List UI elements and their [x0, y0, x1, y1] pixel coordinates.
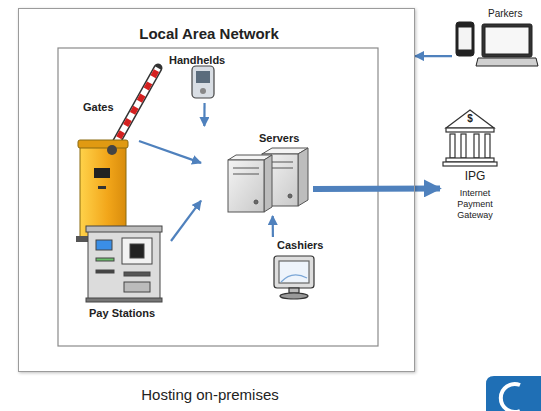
pay-stations-node: Pay Stations [79, 223, 171, 323]
node-label: Gates [83, 101, 114, 114]
bank-icon [446, 158, 494, 162]
gate-icon [112, 68, 158, 150]
node-description: Internet Payment Gateway [448, 188, 502, 220]
bank-icon [461, 134, 466, 158]
payment-flow-arrow [313, 185, 440, 192]
logo-corner [486, 376, 541, 411]
server-icon [298, 148, 308, 206]
gate-icon [94, 168, 110, 178]
pay-station-icon [88, 230, 160, 300]
handheld-icon [192, 66, 214, 98]
bank-icon [446, 128, 494, 132]
handheld-icon [192, 66, 214, 98]
node-label: Handhelds [169, 54, 225, 67]
pay-station-icon [96, 240, 112, 250]
cashier-monitor-icon [274, 256, 314, 299]
cashier-monitor-icon [279, 261, 309, 283]
cashier-monitor-icon [280, 293, 308, 299]
servers-node: Servers [201, 126, 313, 216]
server-icon [228, 148, 308, 212]
pay-station-icon [122, 238, 152, 264]
data-flow-arrow [203, 103, 205, 126]
logo-corner [501, 384, 520, 411]
gate-icon [112, 68, 158, 150]
node-label: IPG [440, 170, 510, 184]
server-icon [254, 200, 258, 204]
parkers-node: Parkers [452, 6, 540, 72]
pay-station-icon [96, 258, 114, 261]
pay-station-icon [96, 270, 114, 273]
handhelds-node: Handhelds [169, 53, 228, 103]
server-icon [233, 174, 259, 175]
parkers-devices-icon [482, 24, 532, 57]
server-icon [264, 155, 272, 212]
bank-icon [450, 134, 455, 158]
node-label: Pay Stations [89, 307, 155, 320]
cashiers-node: Cashiers [263, 237, 329, 303]
pay-station-icon [86, 298, 162, 302]
pay-station-icon [130, 244, 144, 258]
pay-station-icon [124, 282, 150, 292]
bank-icon [485, 134, 490, 158]
pay-station-icon [86, 226, 162, 232]
pay-station-icon [86, 226, 162, 302]
server-icon [233, 168, 259, 169]
bank-icon [443, 162, 497, 166]
group-title: Local Area Network [19, 25, 399, 42]
handheld-icon [200, 88, 206, 94]
parkers-devices-icon [456, 22, 538, 66]
node-label: Servers [259, 132, 299, 145]
gate-icon [107, 145, 117, 155]
handheld-icon [196, 71, 210, 83]
gates-node: Gates [69, 99, 139, 244]
data-flow-arrow [171, 201, 201, 241]
inner-lan-box [58, 48, 378, 346]
node-label: Parkers [488, 8, 522, 20]
gate-icon [78, 140, 128, 148]
pay-station-icon [124, 272, 150, 276]
parkers-devices-icon [485, 27, 529, 54]
gate-icon [98, 186, 106, 189]
gate-icon [80, 146, 126, 238]
gate-icon [112, 68, 158, 150]
server-icon [228, 160, 264, 212]
parkers-devices-icon [456, 22, 474, 56]
logo-corner [486, 376, 541, 411]
cashier-monitor-icon [281, 275, 307, 282]
cashier-monitor-icon [289, 288, 299, 293]
lan-box: Local Area NetworkHandheldsGatesServersP… [18, 8, 415, 372]
caption: Hosting on-premises [0, 386, 420, 403]
data-flow-arrow [139, 141, 201, 163]
parkers-devices-icon [476, 58, 538, 66]
ipg-node: $ IPG Internet Payment Gateway [440, 100, 513, 230]
data-flow-arrow [272, 216, 274, 237]
gate-icon [76, 68, 158, 242]
data-flow-arrow [415, 55, 452, 57]
node-label: Cashiers [277, 239, 323, 252]
currency-symbol: $ [440, 113, 500, 125]
bank-icon [474, 134, 479, 158]
parkers-devices-icon [458, 27, 472, 50]
server-icon [288, 194, 292, 198]
cashier-monitor-icon [274, 256, 314, 288]
